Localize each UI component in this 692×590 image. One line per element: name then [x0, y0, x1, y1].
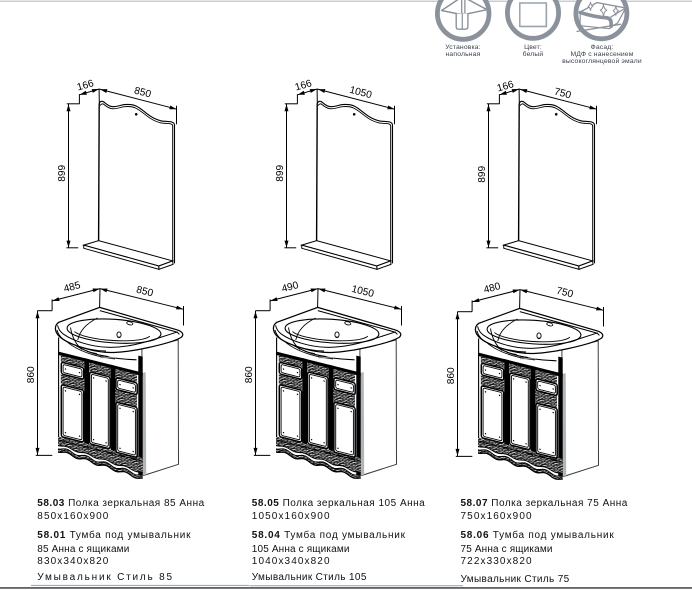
svg-text:860: 860 — [244, 366, 255, 383]
svg-text:485: 485 — [63, 280, 83, 295]
svg-text:899: 899 — [275, 164, 286, 181]
svg-text:1050: 1050 — [350, 284, 375, 300]
svg-text:860: 860 — [26, 366, 37, 383]
svg-text:490: 490 — [281, 280, 301, 295]
svg-text:850: 850 — [133, 86, 153, 101]
svg-text:166: 166 — [76, 78, 96, 93]
svg-text:166: 166 — [496, 79, 516, 94]
svg-text:166: 166 — [294, 78, 314, 93]
svg-text:480: 480 — [483, 281, 503, 296]
svg-text:860: 860 — [446, 367, 457, 384]
svg-text:750: 750 — [555, 286, 574, 301]
svg-text:899: 899 — [57, 164, 68, 181]
svg-text:850: 850 — [135, 285, 154, 300]
svg-text:750: 750 — [553, 87, 573, 102]
svg-text:899: 899 — [477, 165, 488, 182]
